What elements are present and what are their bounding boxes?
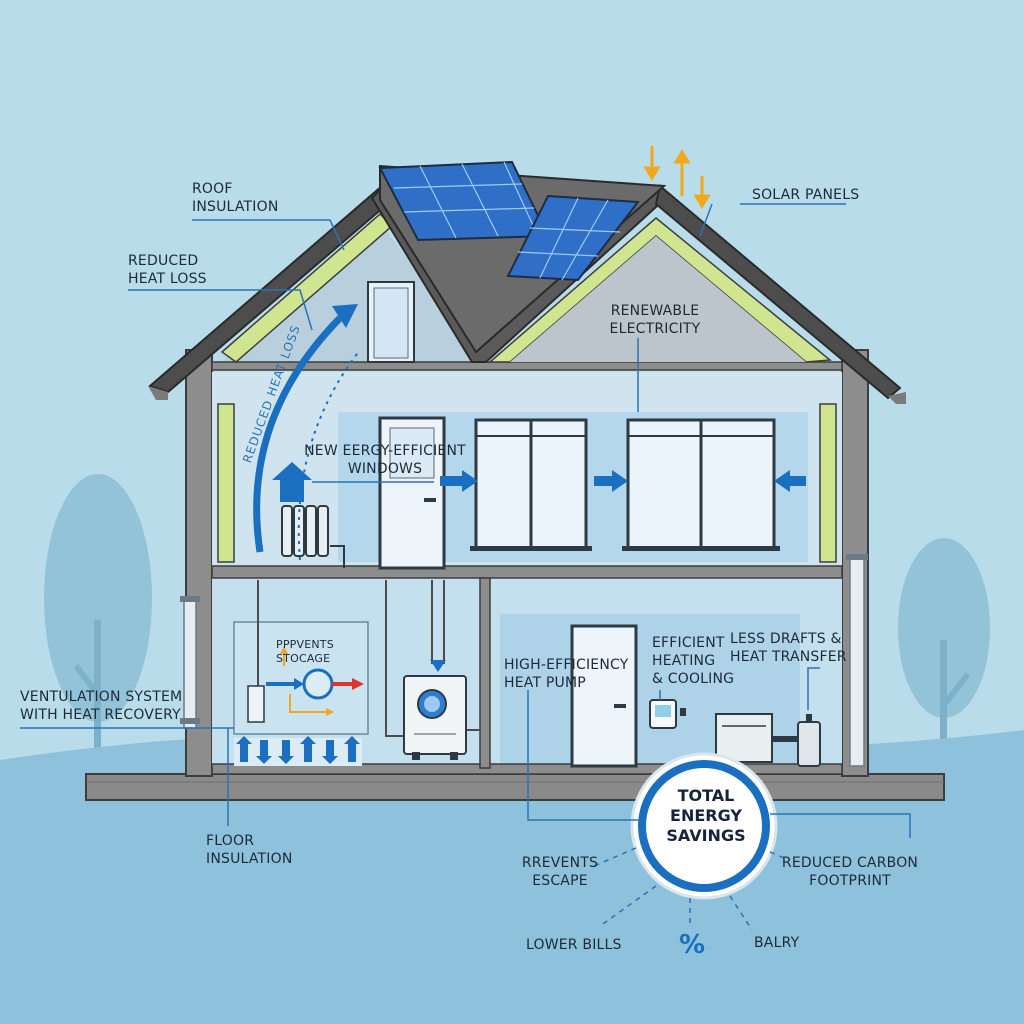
tree-left-icon — [44, 474, 152, 770]
mid-floor-slab — [211, 565, 843, 579]
thermostat-icon — [649, 699, 686, 729]
window-center — [470, 418, 592, 551]
ground-floor-slab — [211, 763, 843, 775]
badge-total-energy-savings: TOTAL ENERGY SAVINGS — [666, 786, 746, 845]
label-solar-panels: SOLAR PANELS — [752, 187, 860, 203]
drain-pipe-right — [846, 554, 868, 767]
gutter-left — [148, 386, 168, 400]
label-windows: NEW EERGY-EFFICIENT WINDOWS — [304, 443, 466, 477]
label-less-drafts: LESS DRAFTS & HEAT TRANSFER — [730, 631, 847, 665]
percent-symbol: % — [678, 930, 706, 960]
energy-savings-badge — [630, 752, 778, 900]
label-reduced-heat-loss: REDUCED HEAT LOSS — [128, 253, 207, 287]
draft-arrows-icon — [440, 470, 806, 492]
solar-panel-right-icon — [506, 194, 640, 282]
right-wall-insulation — [819, 403, 837, 563]
heat-loss-curve-arrow-icon — [253, 304, 361, 561]
drain-pipe-left — [180, 596, 200, 729]
gutter-right — [888, 392, 906, 404]
left-wall-insulation — [217, 403, 235, 563]
label-renewable-electricity: RENEWABLE ELECTRICITY — [609, 303, 701, 337]
tree-right-icon — [898, 538, 990, 770]
label-lower-bills: LOWER BILLS — [526, 937, 622, 953]
window-right — [622, 418, 780, 551]
ventilation-unit — [233, 580, 369, 735]
label-ventilation-system: VENTULATION SYSTEM WITH HEAT RECOVERY — [20, 689, 183, 723]
floor-vent-arrows-icon — [234, 736, 362, 766]
label-prevents-escape: RREVENTS ESCAPE — [521, 855, 599, 889]
pipes — [385, 580, 480, 737]
badge-dashed-lines — [593, 847, 785, 931]
foundation-slab — [85, 773, 945, 801]
label-efficient-heating: EFFICIENT HEATING & COOLING — [652, 635, 735, 687]
attic-floor — [211, 361, 843, 371]
heat-pump-icon — [403, 675, 467, 760]
radiator-icon — [281, 505, 345, 568]
attic-right-gable — [510, 236, 806, 362]
battery-storage-icon — [715, 713, 821, 767]
leader-lines — [20, 203, 911, 838]
label-balry: BALRY — [754, 935, 800, 951]
sun-energy-arrows-icon — [643, 146, 711, 209]
label-floor-insulation: FLOOR INSULATION — [206, 833, 293, 867]
label-heat-pump: HIGH-EFFICIENCY HEAT PUMP — [504, 657, 629, 691]
label-prevents-storage: PPPVENTS STOCAGE — [276, 638, 334, 665]
label-roof-insulation: ROOF INSULATION — [192, 181, 279, 215]
roof-right-eave — [654, 184, 902, 400]
lower-door — [570, 624, 638, 768]
interior-divider-wall — [479, 577, 491, 769]
upper-door — [378, 416, 446, 570]
label-reduced-carbon: REDUCED CARBON FOOTPRINT — [781, 855, 919, 889]
